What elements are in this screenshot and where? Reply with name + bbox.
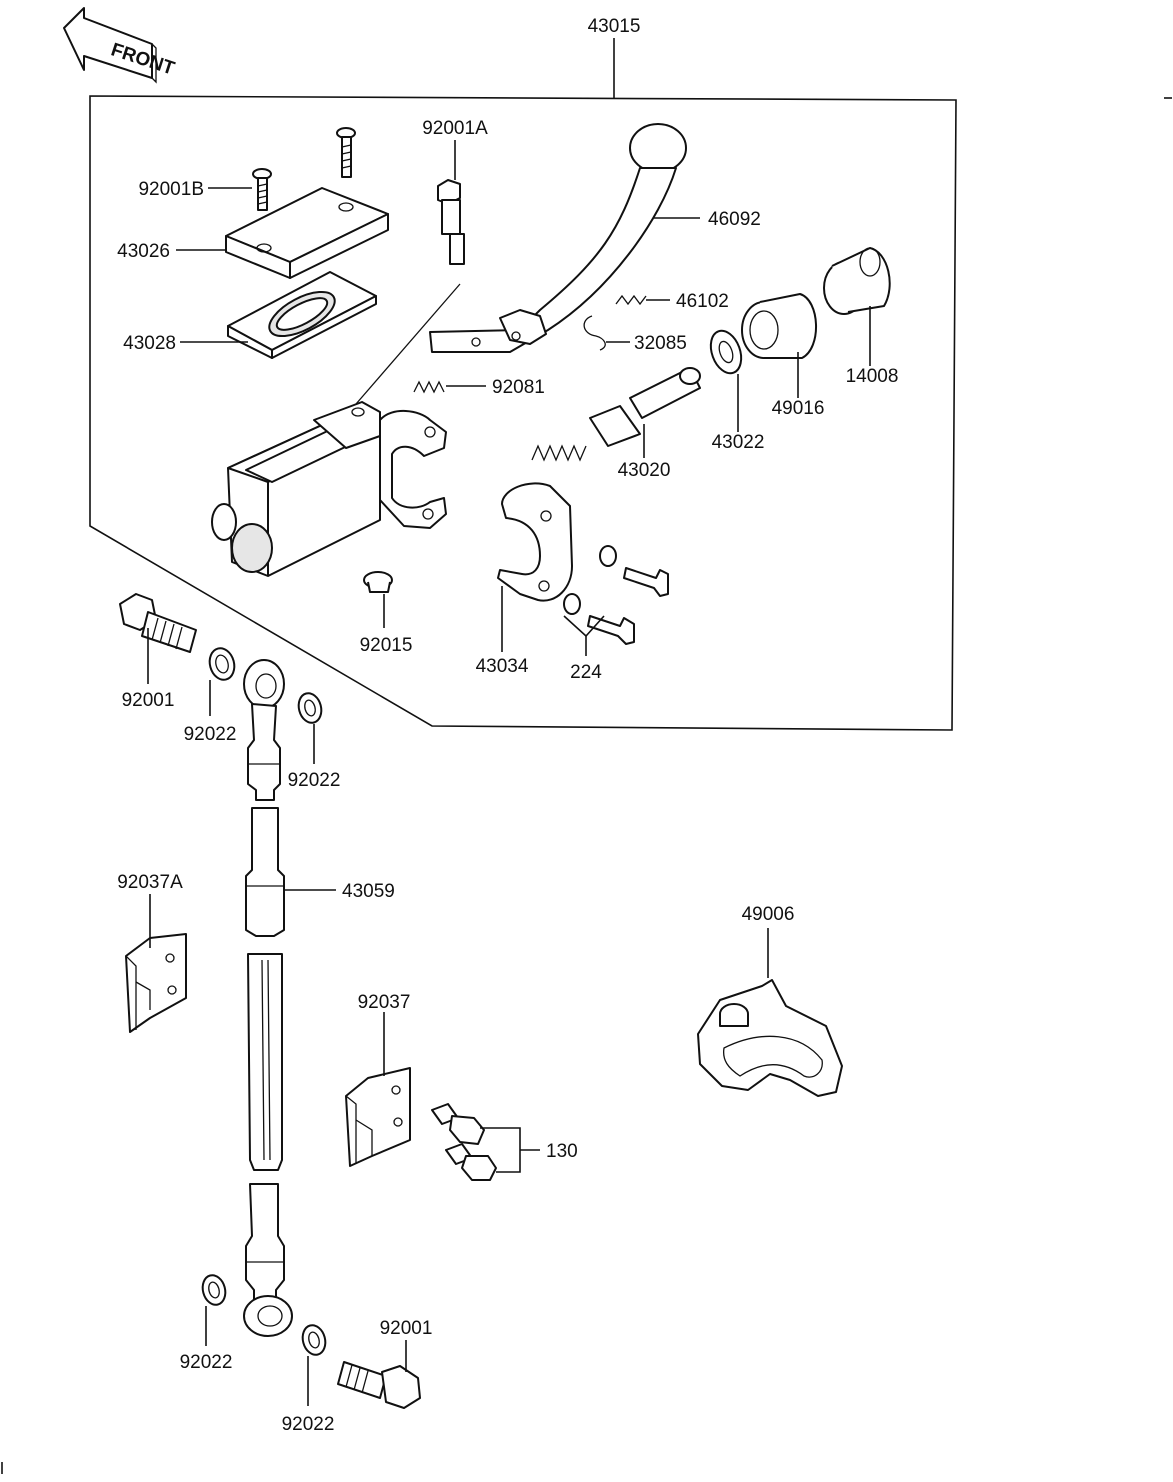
screw-92001b — [252, 168, 272, 211]
screw-92001b-second — [336, 127, 356, 178]
clamp-bolts — [563, 545, 669, 645]
label-49016: 49016 — [772, 398, 825, 419]
piston — [531, 367, 701, 462]
label-43034: 43034 — [476, 656, 529, 677]
label-43020: 43020 — [618, 460, 671, 481]
brake-lever — [429, 123, 687, 353]
bracket-92037a — [125, 933, 187, 1033]
master-cylinder-body — [211, 401, 447, 577]
boot — [741, 293, 817, 359]
reservoir-cap — [225, 187, 389, 279]
clip — [583, 315, 606, 351]
label-43026: 43026 — [117, 241, 170, 262]
label-130: 130 — [546, 1141, 578, 1162]
brake-hose — [243, 659, 293, 1337]
pivot-spring — [413, 380, 445, 394]
label-46092: 46092 — [708, 209, 761, 230]
boot-cap — [823, 247, 891, 315]
label-46102: 46102 — [676, 291, 729, 312]
front-arrow-badge: FRONT — [63, 7, 177, 84]
small-spring — [615, 294, 647, 306]
label-92022-c: 92022 — [180, 1352, 233, 1373]
clamp — [497, 482, 573, 602]
label-92001a: 92001A — [422, 118, 488, 139]
banjo-bolt-top — [119, 593, 197, 653]
cover-49006 — [697, 979, 843, 1097]
washer-92022-a — [208, 647, 236, 681]
label-43022: 43022 — [712, 432, 765, 453]
label-92022-b: 92022 — [288, 770, 341, 791]
bracket-bolts — [431, 1103, 497, 1181]
label-14008: 14008 — [846, 366, 899, 387]
diaphragm — [227, 271, 377, 359]
label-43059: 43059 — [342, 881, 395, 902]
bracket-92037 — [345, 1067, 411, 1167]
label-49006: 49006 — [742, 904, 795, 925]
piston-washer — [709, 329, 743, 375]
label-43015: 43015 — [588, 16, 641, 37]
label-92001-bottom: 92001 — [380, 1318, 433, 1339]
label-92081: 92081 — [492, 377, 545, 398]
cap-nipple — [363, 571, 393, 593]
assembly-boundary — [89, 38, 957, 731]
label-92001b: 92001B — [138, 179, 204, 200]
pivot-bolt — [437, 179, 465, 265]
label-43028: 43028 — [123, 333, 176, 354]
label-92037: 92037 — [358, 992, 411, 1013]
washer-92022-c — [201, 1274, 227, 1306]
label-224: 224 — [570, 662, 602, 683]
label-92015: 92015 — [360, 635, 413, 656]
washer-92022-d — [301, 1324, 327, 1356]
banjo-bolt-bottom — [337, 1361, 421, 1409]
label-92037a: 92037A — [117, 872, 183, 893]
label-92001-top: 92001 — [122, 690, 175, 711]
label-92022-a: 92022 — [184, 724, 237, 745]
label-92022-d: 92022 — [282, 1414, 335, 1435]
label-32085: 32085 — [634, 333, 687, 354]
washer-92022-b — [297, 692, 323, 724]
